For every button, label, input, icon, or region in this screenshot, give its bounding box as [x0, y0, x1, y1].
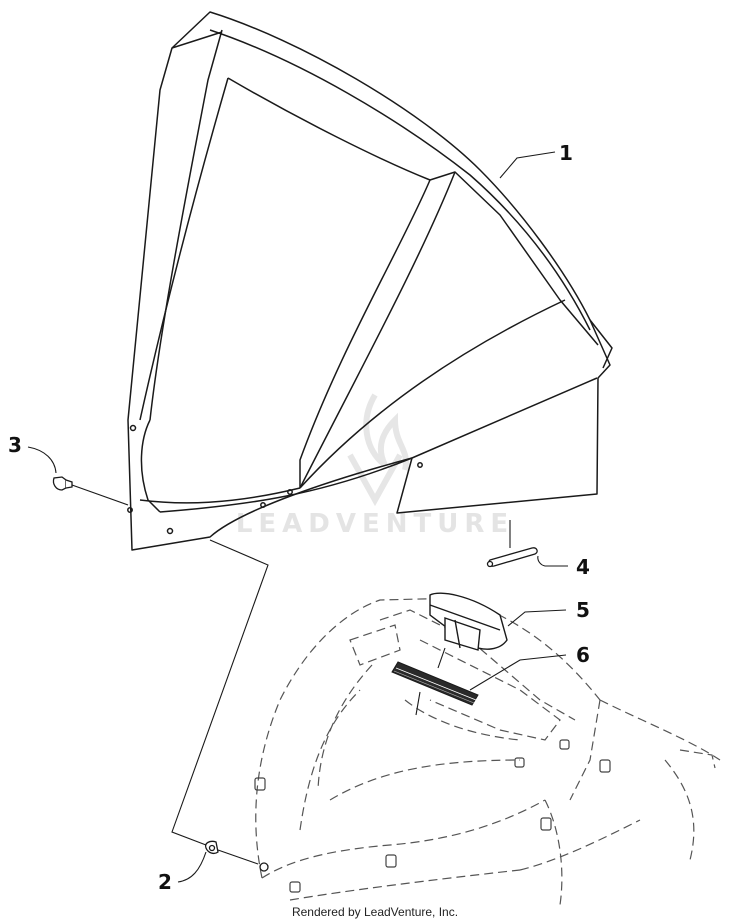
callout-6: 6	[576, 643, 590, 667]
leader-lines	[27, 151, 568, 883]
callout-2: 2	[158, 870, 172, 894]
hood-fastener-holes	[254, 739, 611, 893]
gauge-part-5	[429, 592, 508, 651]
screw-part-3	[52, 476, 73, 491]
washer-part-2	[204, 840, 269, 872]
callout-5: 5	[576, 598, 590, 622]
watermark-text: LEADVENTURE	[236, 509, 514, 539]
hood-outline-dashed	[255, 597, 721, 906]
rendered-by-footer: Rendered by LeadVenture, Inc.	[291, 905, 459, 919]
callout-3: 3	[8, 433, 22, 457]
pin-part-4	[486, 547, 538, 568]
windshield-part-1	[127, 11, 613, 551]
seal-strip-part-6	[391, 661, 479, 706]
watermark-logo	[347, 393, 409, 507]
callout-4: 4	[576, 555, 590, 579]
callout-1: 1	[559, 141, 573, 165]
